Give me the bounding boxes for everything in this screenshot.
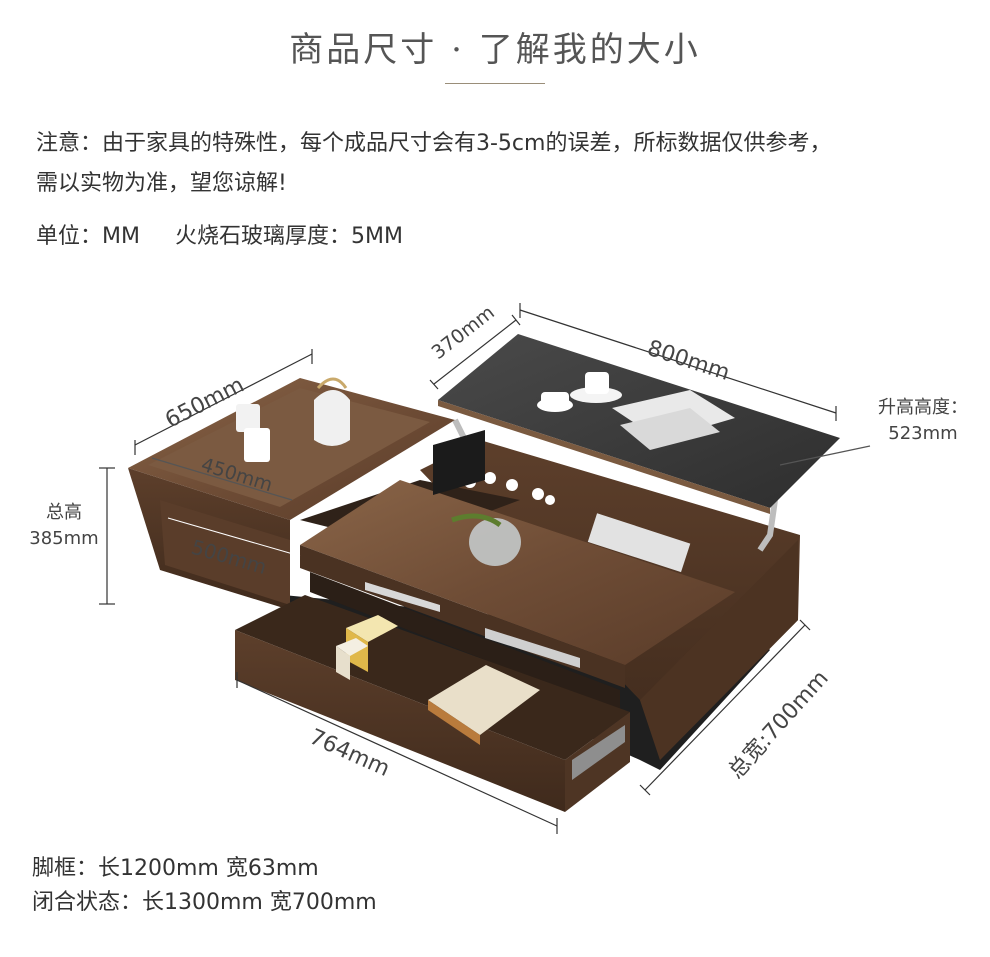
total-height-value: 385mm xyxy=(29,528,99,549)
coffee-cup xyxy=(585,372,609,394)
bin-books xyxy=(587,513,691,573)
lift-hinge-box xyxy=(433,430,485,495)
glass-thickness-label: 火烧石玻璃厚度：5MM xyxy=(174,224,403,249)
drawer-rail xyxy=(572,725,625,780)
unit-label: 单位：MM xyxy=(36,224,140,249)
total-height-label: 总高 385mm xyxy=(24,500,104,552)
front-drawer-interior xyxy=(235,595,630,760)
tray-cup-1 xyxy=(236,404,260,432)
drawer-box-item xyxy=(428,665,540,735)
lift-arm-right xyxy=(757,499,778,552)
left-drawer xyxy=(160,500,290,605)
dim-700: 总宽:700mm xyxy=(724,666,834,784)
title-divider xyxy=(445,83,545,84)
frame-spec: 脚框：长1200mm 宽63mm xyxy=(32,856,319,881)
saucer xyxy=(570,387,622,403)
dim-370: 370mm xyxy=(428,301,499,363)
center-top-slab xyxy=(300,480,735,665)
lift-height-title: 升高高度： xyxy=(878,397,968,418)
tray-teapot xyxy=(314,390,350,446)
left-tray-inner xyxy=(148,388,430,507)
shelf-books-left xyxy=(365,582,440,612)
glass-vase xyxy=(469,518,521,566)
drawer-carton-item xyxy=(346,615,398,642)
tray-cup-2 xyxy=(244,428,270,462)
closed-spec: 闭合状态：长1300mm 宽700mm xyxy=(32,890,377,915)
unit-row: 单位：MM 火烧石玻璃厚度：5MM xyxy=(36,218,403,250)
page-title: 商品尺寸 · 了解我的大小 xyxy=(289,30,701,70)
dim-800: 800mm xyxy=(644,336,732,386)
footer-specs: 脚框：长1200mm 宽63mm 闭合状态：长1300mm 宽700mm xyxy=(32,852,377,920)
front-drawer-face xyxy=(235,630,565,812)
notice-line-2: 需以实物为准，望您谅解! xyxy=(36,171,287,196)
dimension-lines xyxy=(99,303,871,834)
body-right-side xyxy=(640,540,798,760)
lift-height-value: 523mm xyxy=(888,423,958,444)
notice-text: 注意：由于家具的特殊性，每个成品尺寸会有3-5cm的误差，所标数据仅供参考， 需… xyxy=(36,124,966,204)
notice-line-1: 注意：由于家具的特殊性，每个成品尺寸会有3-5cm的误差，所标数据仅供参考， xyxy=(36,131,832,156)
shelf-books-right xyxy=(485,628,580,668)
stone-lift-edge xyxy=(438,400,770,514)
open-shelf xyxy=(310,572,620,712)
lift-height-label: 升高高度： 523mm xyxy=(868,395,978,447)
total-height-title: 总高 xyxy=(46,502,82,523)
